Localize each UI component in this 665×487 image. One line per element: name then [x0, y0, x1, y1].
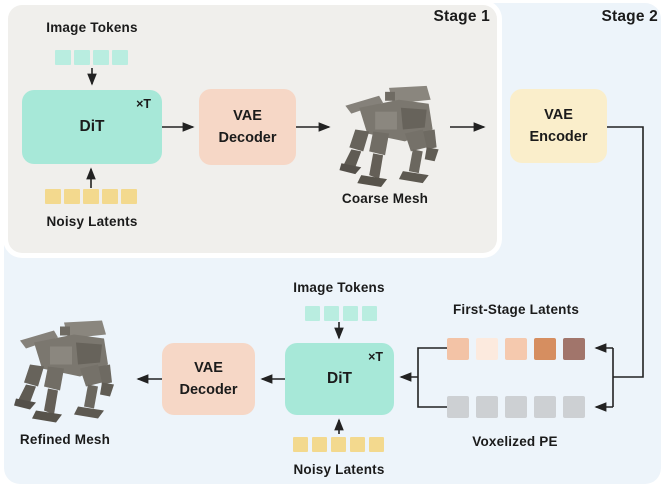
stage2-image-tokens-label: Image Tokens: [293, 280, 385, 295]
token-square: [45, 189, 61, 204]
token-square: [563, 338, 585, 360]
token-square: [343, 306, 358, 321]
token-square: [350, 437, 365, 452]
token-square: [505, 338, 527, 360]
first-stage-latents-row: [447, 338, 585, 360]
token-square: [362, 306, 377, 321]
stage1-vae-decoder-label: VAE Decoder: [218, 107, 277, 146]
stage2-vae-decoder-box: VAE Decoder: [162, 343, 255, 415]
token-square: [83, 189, 99, 204]
token-square: [112, 50, 128, 65]
stage1-vae-decoder-box: VAE Decoder: [199, 89, 296, 165]
stage1-image-tokens-row: [55, 50, 128, 65]
stage1-dit-repeat-label: ×T: [136, 97, 151, 111]
coarse-mesh-label: Coarse Mesh: [341, 191, 429, 206]
stage1-noisy-latents-label: Noisy Latents: [46, 214, 138, 229]
token-square: [312, 437, 327, 452]
token-square: [102, 189, 118, 204]
stage2-title: Stage 2: [601, 8, 658, 25]
token-square: [476, 338, 498, 360]
stage1-image-tokens-label: Image Tokens: [46, 20, 138, 35]
token-square: [121, 189, 137, 204]
stage1-title: Stage 1: [433, 8, 490, 25]
stage1-dit-label: DiT: [79, 118, 105, 135]
coarse-mesh-image: [339, 85, 439, 188]
token-square: [55, 50, 71, 65]
token-square: [293, 437, 308, 452]
stage1-noisy-latents-row: [45, 189, 137, 204]
stage2-dit-box: DiT ×T: [285, 343, 394, 415]
stage2-image-tokens-row: [305, 306, 377, 321]
token-square: [447, 338, 469, 360]
token-square: [447, 396, 469, 418]
first-stage-latents-label: First-Stage Latents: [452, 302, 580, 317]
token-square: [93, 50, 109, 65]
token-square: [563, 396, 585, 418]
stage2-noisy-latents-row: [293, 437, 384, 452]
refined-mesh-image: [14, 320, 114, 423]
stage2-noisy-latents-label: Noisy Latents: [293, 462, 385, 477]
token-square: [64, 189, 80, 204]
stage2-vae-decoder-label: VAE Decoder: [179, 359, 238, 398]
stage2-vae-encoder-label: VAE Encoder: [529, 106, 588, 145]
refined-mesh-label: Refined Mesh: [19, 432, 111, 447]
token-square: [505, 396, 527, 418]
stage2-vae-encoder-box: VAE Encoder: [510, 89, 607, 163]
token-square: [74, 50, 90, 65]
stage2-dit-repeat-label: ×T: [368, 350, 383, 364]
token-square: [534, 338, 556, 360]
voxelized-pe-label: Voxelized PE: [472, 434, 558, 449]
token-square: [305, 306, 320, 321]
token-square: [369, 437, 384, 452]
stage1-dit-box: DiT ×T: [22, 90, 162, 164]
token-square: [534, 396, 556, 418]
token-square: [331, 437, 346, 452]
stage2-dit-label: DiT: [327, 370, 352, 387]
voxelized-pe-row: [447, 396, 585, 418]
token-square: [324, 306, 339, 321]
token-square: [476, 396, 498, 418]
